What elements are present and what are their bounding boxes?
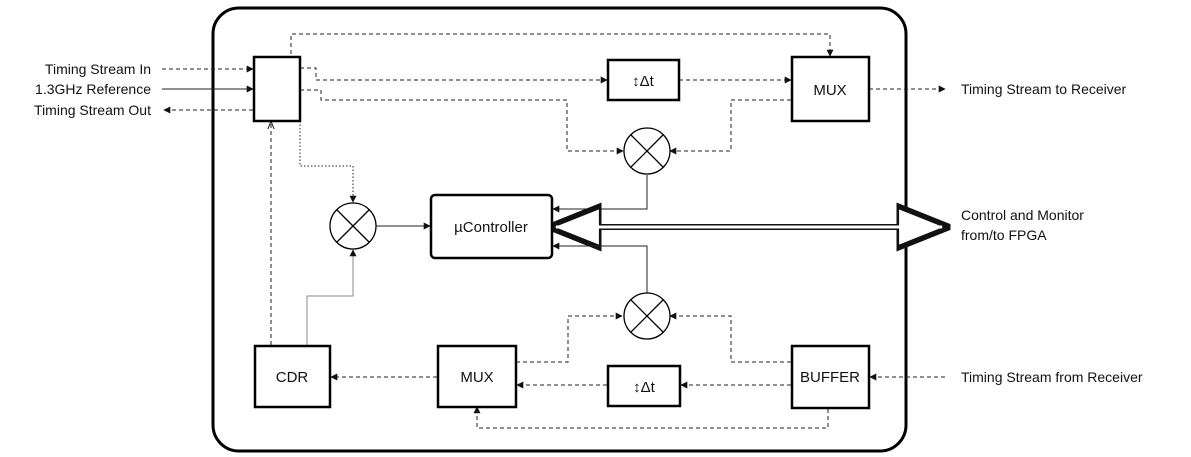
mux-block-top [790,55,871,123]
timing-in-label: Timing Stream In [45,61,151,77]
microcontroller-label: µController [454,219,528,236]
mux-block-bottom-label: MUX [460,369,493,386]
in-to-delay-path [300,67,608,84]
mixer-bottom-to-ctrl [552,242,648,293]
in-to-mixer-left [299,121,357,203]
delay-block-top-label: ↕Δt [632,73,655,90]
buffer-to-mixer-bottom [669,312,791,363]
from-receiver-label: Timing Stream from Receiver [961,369,1143,385]
to-receiver-label: Timing Stream to Receiver [961,81,1127,97]
cdr-to-mixer-left [306,249,357,345]
input-interface-block [252,55,302,123]
buffer-label: BUFFER [800,369,860,386]
mixer-bottom-cross [630,299,664,333]
cdr-block [253,344,332,409]
delay-block-bottom [606,364,682,408]
timing-out-label: Timing Stream Out [34,102,151,118]
cdr-label: CDR [276,369,309,386]
in-to-mixer-top [300,89,624,155]
bottom-bypass-path [473,406,829,429]
mux-block-top-label: MUX [813,82,846,99]
reference-label: 1.3GHz Reference [35,81,151,97]
mux-block-bottom [436,344,518,409]
mixer-top-cross [630,134,664,168]
mux-to-mixer-top [669,99,791,155]
delay-block-top [606,58,681,102]
control-label-line1: Control and Monitor [961,207,1084,223]
microcontroller-block [429,193,554,260]
mixer-left-cross [336,209,370,243]
mixer-top-to-ctrl [552,175,648,213]
buffer-block [790,344,871,410]
delay-block-bottom-label: ↕Δt [633,379,656,396]
top-bypass-path [290,33,834,68]
mux-to-mixer-bottom [516,312,623,363]
control-label-line2: from/to FPGA [961,227,1047,243]
